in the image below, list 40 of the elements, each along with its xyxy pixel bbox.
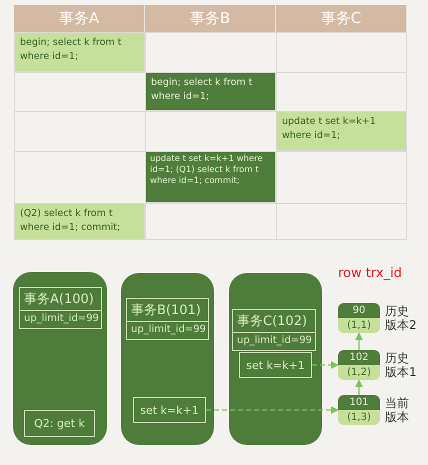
transaction-header-box — [19, 287, 102, 329]
version-caption: 历史版本1 — [385, 351, 418, 381]
row-label: row trx_id — [338, 266, 403, 283]
statement-box: Q2: get k — [24, 410, 95, 437]
trx-id-text: 90 — [338, 303, 380, 318]
statement-box: set k=k+1 — [239, 352, 312, 378]
table-cell: begin; select k from t where id=1; — [145, 72, 276, 111]
transaction-title: 事务A(100) — [20, 288, 101, 311]
transaction-header-box — [126, 298, 209, 340]
row-version-box — [338, 395, 380, 425]
version-text: (1,2) — [338, 365, 380, 380]
table-cell: (Q2) select k from t where id=1; commit; — [14, 203, 145, 240]
arrow — [355, 332, 363, 350]
limit-id-text: up_limit_id=99 — [236, 334, 313, 348]
arrow — [312, 361, 339, 369]
transaction-panel — [229, 273, 322, 445]
arrow — [355, 379, 363, 395]
statement-box: set k=k+1 — [133, 397, 206, 423]
trx-id-text: 101 — [338, 395, 380, 410]
limit-id-text: up_limit_id=99 — [130, 323, 207, 337]
row-version-box — [338, 303, 380, 333]
version-caption: 当前版本 — [385, 396, 410, 426]
trx-id-text: 102 — [338, 350, 380, 365]
column-header: 事务A — [14, 5, 145, 32]
version-caption: 历史版本2 — [385, 304, 418, 334]
table-cell: update t set k=k+1 where id=1; — [276, 111, 407, 151]
table-cell: begin; select k from t where id=1; — [14, 32, 145, 72]
transaction-panel — [13, 272, 107, 445]
row-version-box — [338, 350, 380, 380]
column-header: 事务B — [145, 5, 276, 32]
transaction-title: 事务C(102) — [233, 310, 315, 333]
version-text: (1,1) — [338, 318, 380, 333]
transaction-header-box — [232, 309, 316, 351]
arrow — [206, 406, 339, 414]
transaction-panel — [121, 273, 214, 445]
version-text: (1,3) — [338, 410, 380, 425]
column-header: 事务C — [276, 5, 407, 32]
transaction-title: 事务B(101) — [127, 299, 208, 322]
limit-id-text: up_limit_id=99 — [23, 312, 100, 326]
table-cell: update t set k=k+1 where id=1; (Q1) select k from t where id=1; commit; — [145, 151, 276, 203]
